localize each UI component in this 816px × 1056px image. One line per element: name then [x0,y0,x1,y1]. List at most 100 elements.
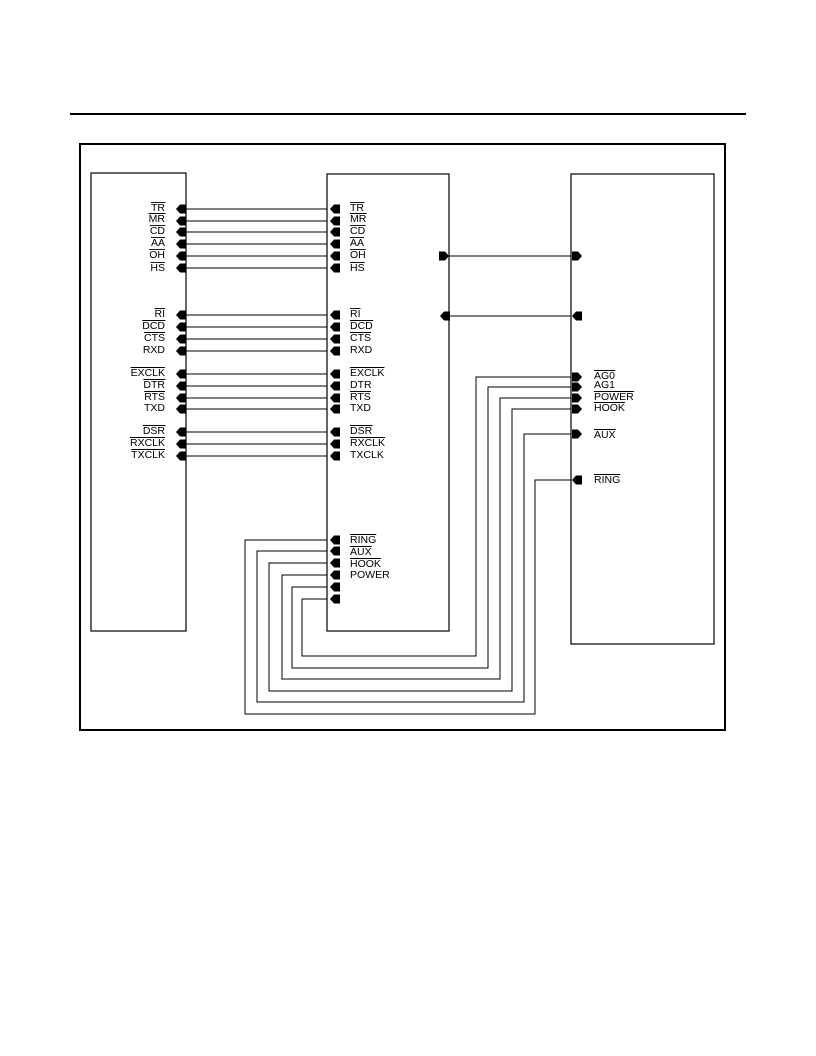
mid-pin-marker-13 [330,404,340,414]
left-pin-rxd: RXD [143,344,166,356]
left-block-labels: TR MR CD AA OH HS RI DCD CTS RXD EXCLK D… [130,202,165,461]
mid-pin-txclk: TXCLK [350,449,384,461]
mid-pin-hook: HOOK [350,558,381,570]
mid-pin-rxclk: RXCLK [350,437,385,449]
left-pin-ri: RI [155,308,166,320]
right-pin-ring: RING [594,474,620,486]
right-block-labels: AG0 AG1 POWER HOOK AUX RING [594,370,634,486]
mid-pin-marker-1 [330,216,340,226]
left-pin-rxclk: RXCLK [130,437,165,449]
right-ag0-marker [572,372,582,382]
ag1-loop-wire [291,386,572,669]
mid-pin-marker-15 [330,439,340,449]
right-block [570,173,715,645]
mid-pin-ring: RING [350,534,376,546]
left-pin-cd: CD [150,225,166,237]
mid-bottom-marker-3 [330,570,340,580]
right-ri-out-marker [572,311,582,321]
right-ag1-marker [572,382,582,392]
mid-pin-marker-16 [330,451,340,461]
left-pin-marker-15 [176,439,186,449]
left-pin-txclk: TXCLK [131,449,165,461]
mid-bottom-marker-0 [330,535,340,545]
mid-pin-txd: TXD [350,402,371,414]
mid-pin-rxd: RXD [350,344,373,356]
left-pin-marker-8 [176,334,186,344]
mid-pin-tr: TR [350,202,364,214]
right-aux-marker [572,429,582,439]
right-hook-marker [572,404,582,414]
left-pin-marker-3 [176,239,186,249]
aux-loop-wire [256,433,572,703]
mid-pin-oh: OH [350,249,366,261]
left-pin-hs: HS [150,262,165,274]
mid-pin-cts: CTS [350,332,371,344]
left-pin-marker-12 [176,393,186,403]
mid-pin-mr: MR [350,213,367,225]
left-pin-marker-2 [176,227,186,237]
right-pin-aux: AUX [594,429,616,441]
mid-pin-power: POWER [350,569,390,581]
mid-pin-marker-8 [330,334,340,344]
left-pin-txd: TXD [144,402,165,414]
left-pin-rts: RTS [144,391,165,403]
mid-pin-cd: CD [350,225,366,237]
middle-block-labels: TR MR CD AA OH HS RI DCD CTS RXD EXCLK D… [350,202,390,581]
mid-oh-out-marker [439,251,449,261]
left-pin-marker-14 [176,427,186,437]
left-pin-marker-11 [176,381,186,391]
ag0-loop-wire [301,376,572,657]
figure-frame [79,143,726,731]
mid-pin-dsr: DSR [350,425,373,437]
mid-bottom-marker-5 [330,594,340,604]
left-pin-mr: MR [149,213,166,225]
right-ring-marker [572,475,582,485]
left-pin-marker-4 [176,251,186,261]
mid-pin-marker-7 [330,322,340,332]
mid-pin-rts: RTS [350,391,371,403]
mid-pin-marker-3 [330,239,340,249]
right-pin-ag0: AG0 [594,370,615,382]
mid-pin-marker-2 [330,227,340,237]
mid-bottom-marker-2 [330,558,340,568]
left-pin-marker-1 [176,216,186,226]
left-pin-aa: AA [151,237,165,249]
mid-pin-marker-9 [330,346,340,356]
mid-pin-marker-6 [330,310,340,320]
mid-pin-exclk: EXCLK [350,367,384,379]
left-pin-marker-6 [176,310,186,320]
mid-pin-marker-0 [330,204,340,214]
ring-loop-wire [244,479,572,715]
hook-loop-wire [268,408,572,692]
pin-markers [176,204,582,604]
mid-pin-ri: RI [350,308,361,320]
left-pin-marker-0 [176,204,186,214]
mid-pin-dtr: DTR [350,379,372,391]
right-power-marker [572,393,582,403]
left-pin-dsr: DSR [143,425,166,437]
left-pin-oh: OH [149,249,165,261]
right-pin-ag1: AG1 [594,379,615,391]
left-pin-dtr: DTR [143,379,165,391]
left-pin-cts: CTS [144,332,165,344]
mid-pin-hs: HS [350,262,365,274]
mid-pin-aux: AUX [350,546,372,558]
left-pin-dcd: DCD [142,320,165,332]
active-low-overbars [129,202,635,559]
mid-bottom-marker-4 [330,582,340,592]
left-pin-marker-9 [176,346,186,356]
mid-pin-dcd: DCD [350,320,373,332]
left-pin-marker-10 [176,369,186,379]
left-pin-exclk: EXCLK [131,367,165,379]
mid-pin-marker-11 [330,381,340,391]
left-pin-marker-5 [176,263,186,273]
right-oh-in-marker [572,251,582,261]
right-pin-hook: HOOK [594,402,625,414]
right-pin-power: POWER [594,391,634,403]
middle-block [326,173,450,632]
mid-pin-marker-5 [330,263,340,273]
left-pin-marker-7 [176,322,186,332]
left-pin-tr: TR [151,202,165,214]
left-pin-marker-13 [176,404,186,414]
